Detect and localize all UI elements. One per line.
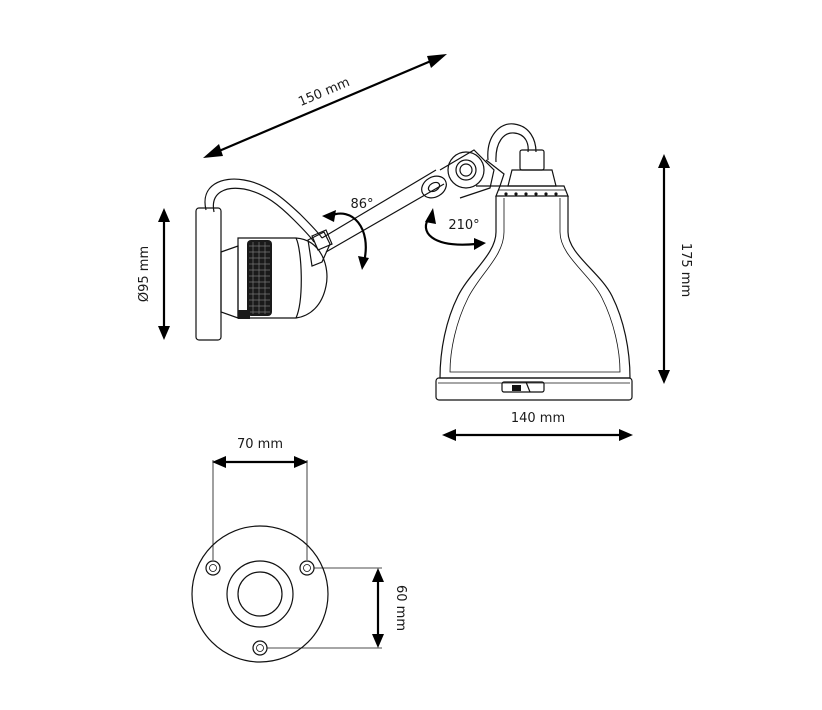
arm-rotation-indicator: 86°	[322, 197, 374, 270]
arm-rotation-label: 86°	[350, 197, 373, 212]
base-plate-front-view	[191, 460, 382, 663]
shade-latch	[501, 381, 545, 393]
hole-spacing-vertical-label: 60 mm	[393, 585, 408, 631]
shade-height-dimension: 175 mm	[658, 154, 693, 384]
base-diameter-label: Ø95 mm	[137, 246, 152, 302]
hole-spacing-horizontal-label: 70 mm	[237, 437, 283, 452]
shade-hanger	[487, 123, 537, 161]
hole-spacing-vertical-dimension: 60 mm	[372, 568, 408, 648]
arm-joint	[421, 149, 505, 199]
shade-height-label: 175 mm	[678, 243, 693, 297]
shade-rotation-label: 210°	[448, 218, 479, 233]
shade-rim	[435, 377, 633, 401]
base-plate-center-ring	[226, 560, 294, 628]
shade-width-label: 140 mm	[511, 411, 565, 426]
arm-length-label: 150 mm	[296, 75, 352, 110]
hole-spacing-horizontal-dimension: 70 mm	[212, 437, 308, 468]
mounting-hole	[205, 560, 221, 576]
base-plate	[191, 525, 329, 663]
switch-knurled-ring	[247, 240, 272, 316]
power-cable	[204, 178, 323, 239]
mounting-hole	[299, 560, 315, 576]
shade-rotation-indicator: 210°	[424, 208, 486, 250]
base-diameter-dimension: Ø95 mm	[137, 208, 170, 340]
shade-cap	[495, 149, 569, 197]
mounting-hole	[252, 640, 268, 656]
wall-backplate	[195, 207, 222, 341]
shade-width-dimension: 140 mm	[442, 411, 633, 441]
arm-length-dimension: 150 mm	[203, 54, 447, 158]
switch-screw	[238, 310, 250, 319]
fixture-body	[220, 245, 239, 319]
lamp-side-view	[195, 123, 633, 401]
